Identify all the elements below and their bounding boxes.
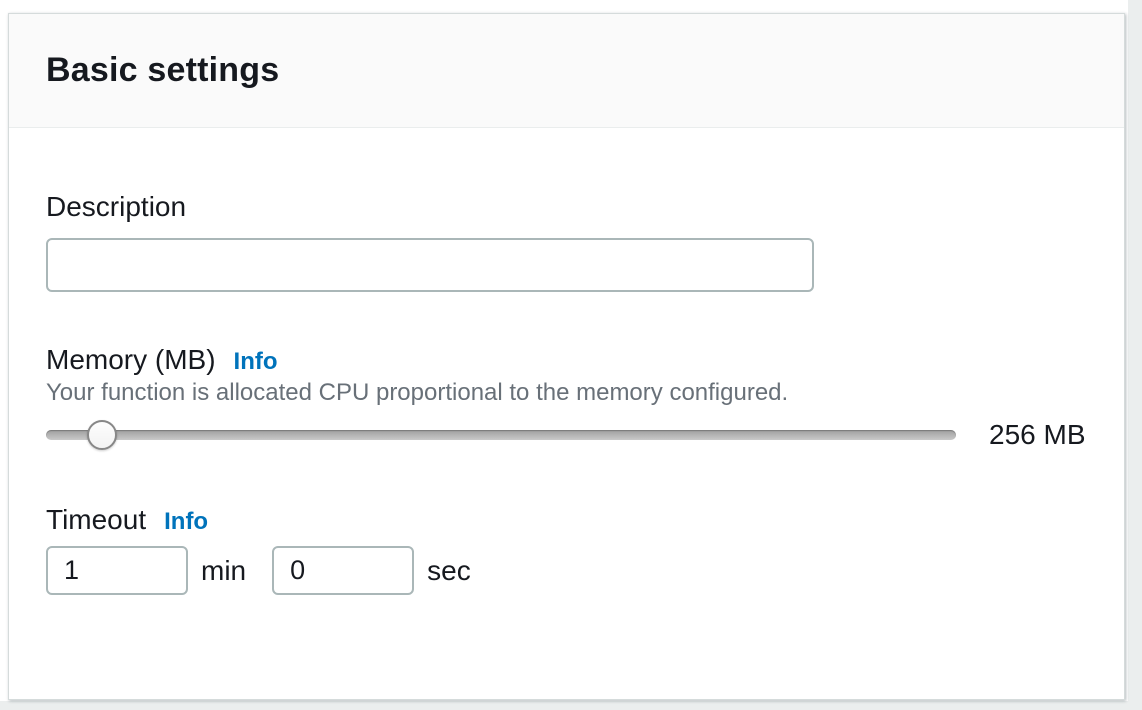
timeout-seconds-unit-label: sec (427, 554, 471, 586)
memory-slider[interactable] (46, 420, 956, 450)
description-label: Description (46, 191, 187, 222)
panel-title: Basic settings (46, 51, 280, 89)
timeout-field: Timeout Info min sec (46, 503, 1087, 595)
memory-slider-track[interactable] (46, 430, 956, 440)
timeout-seconds-input[interactable] (272, 546, 415, 595)
panel-header: Basic settings (9, 14, 1124, 128)
timeout-label-row: Timeout Info (46, 503, 1087, 537)
memory-label-row: Memory (MB) Info (46, 343, 1087, 377)
description-field: Description (46, 190, 1087, 292)
description-input[interactable] (46, 238, 814, 292)
page-background-bottom (0, 701, 1142, 710)
memory-slider-row: 256 MB (46, 419, 1087, 450)
memory-slider-handle[interactable] (87, 420, 117, 450)
timeout-minutes-unit-label: min (201, 554, 247, 586)
timeout-inputs-row: min sec (46, 546, 1087, 595)
timeout-minutes-input[interactable] (46, 546, 188, 595)
basic-settings-panel: Basic settings Description Memory (MB) I… (8, 13, 1125, 700)
memory-field: Memory (MB) Info Your function is alloca… (46, 343, 1087, 450)
page-background-right (1128, 0, 1142, 710)
panel-body: Description Memory (MB) Info Your functi… (9, 128, 1124, 595)
memory-helper-text: Your function is allocated CPU proportio… (46, 379, 789, 406)
timeout-info-link[interactable]: Info (164, 508, 209, 535)
memory-label: Memory (MB) (46, 344, 216, 375)
memory-info-link[interactable]: Info (233, 348, 278, 375)
timeout-label: Timeout (46, 504, 147, 535)
memory-value-label: 256 MB (989, 419, 1086, 450)
